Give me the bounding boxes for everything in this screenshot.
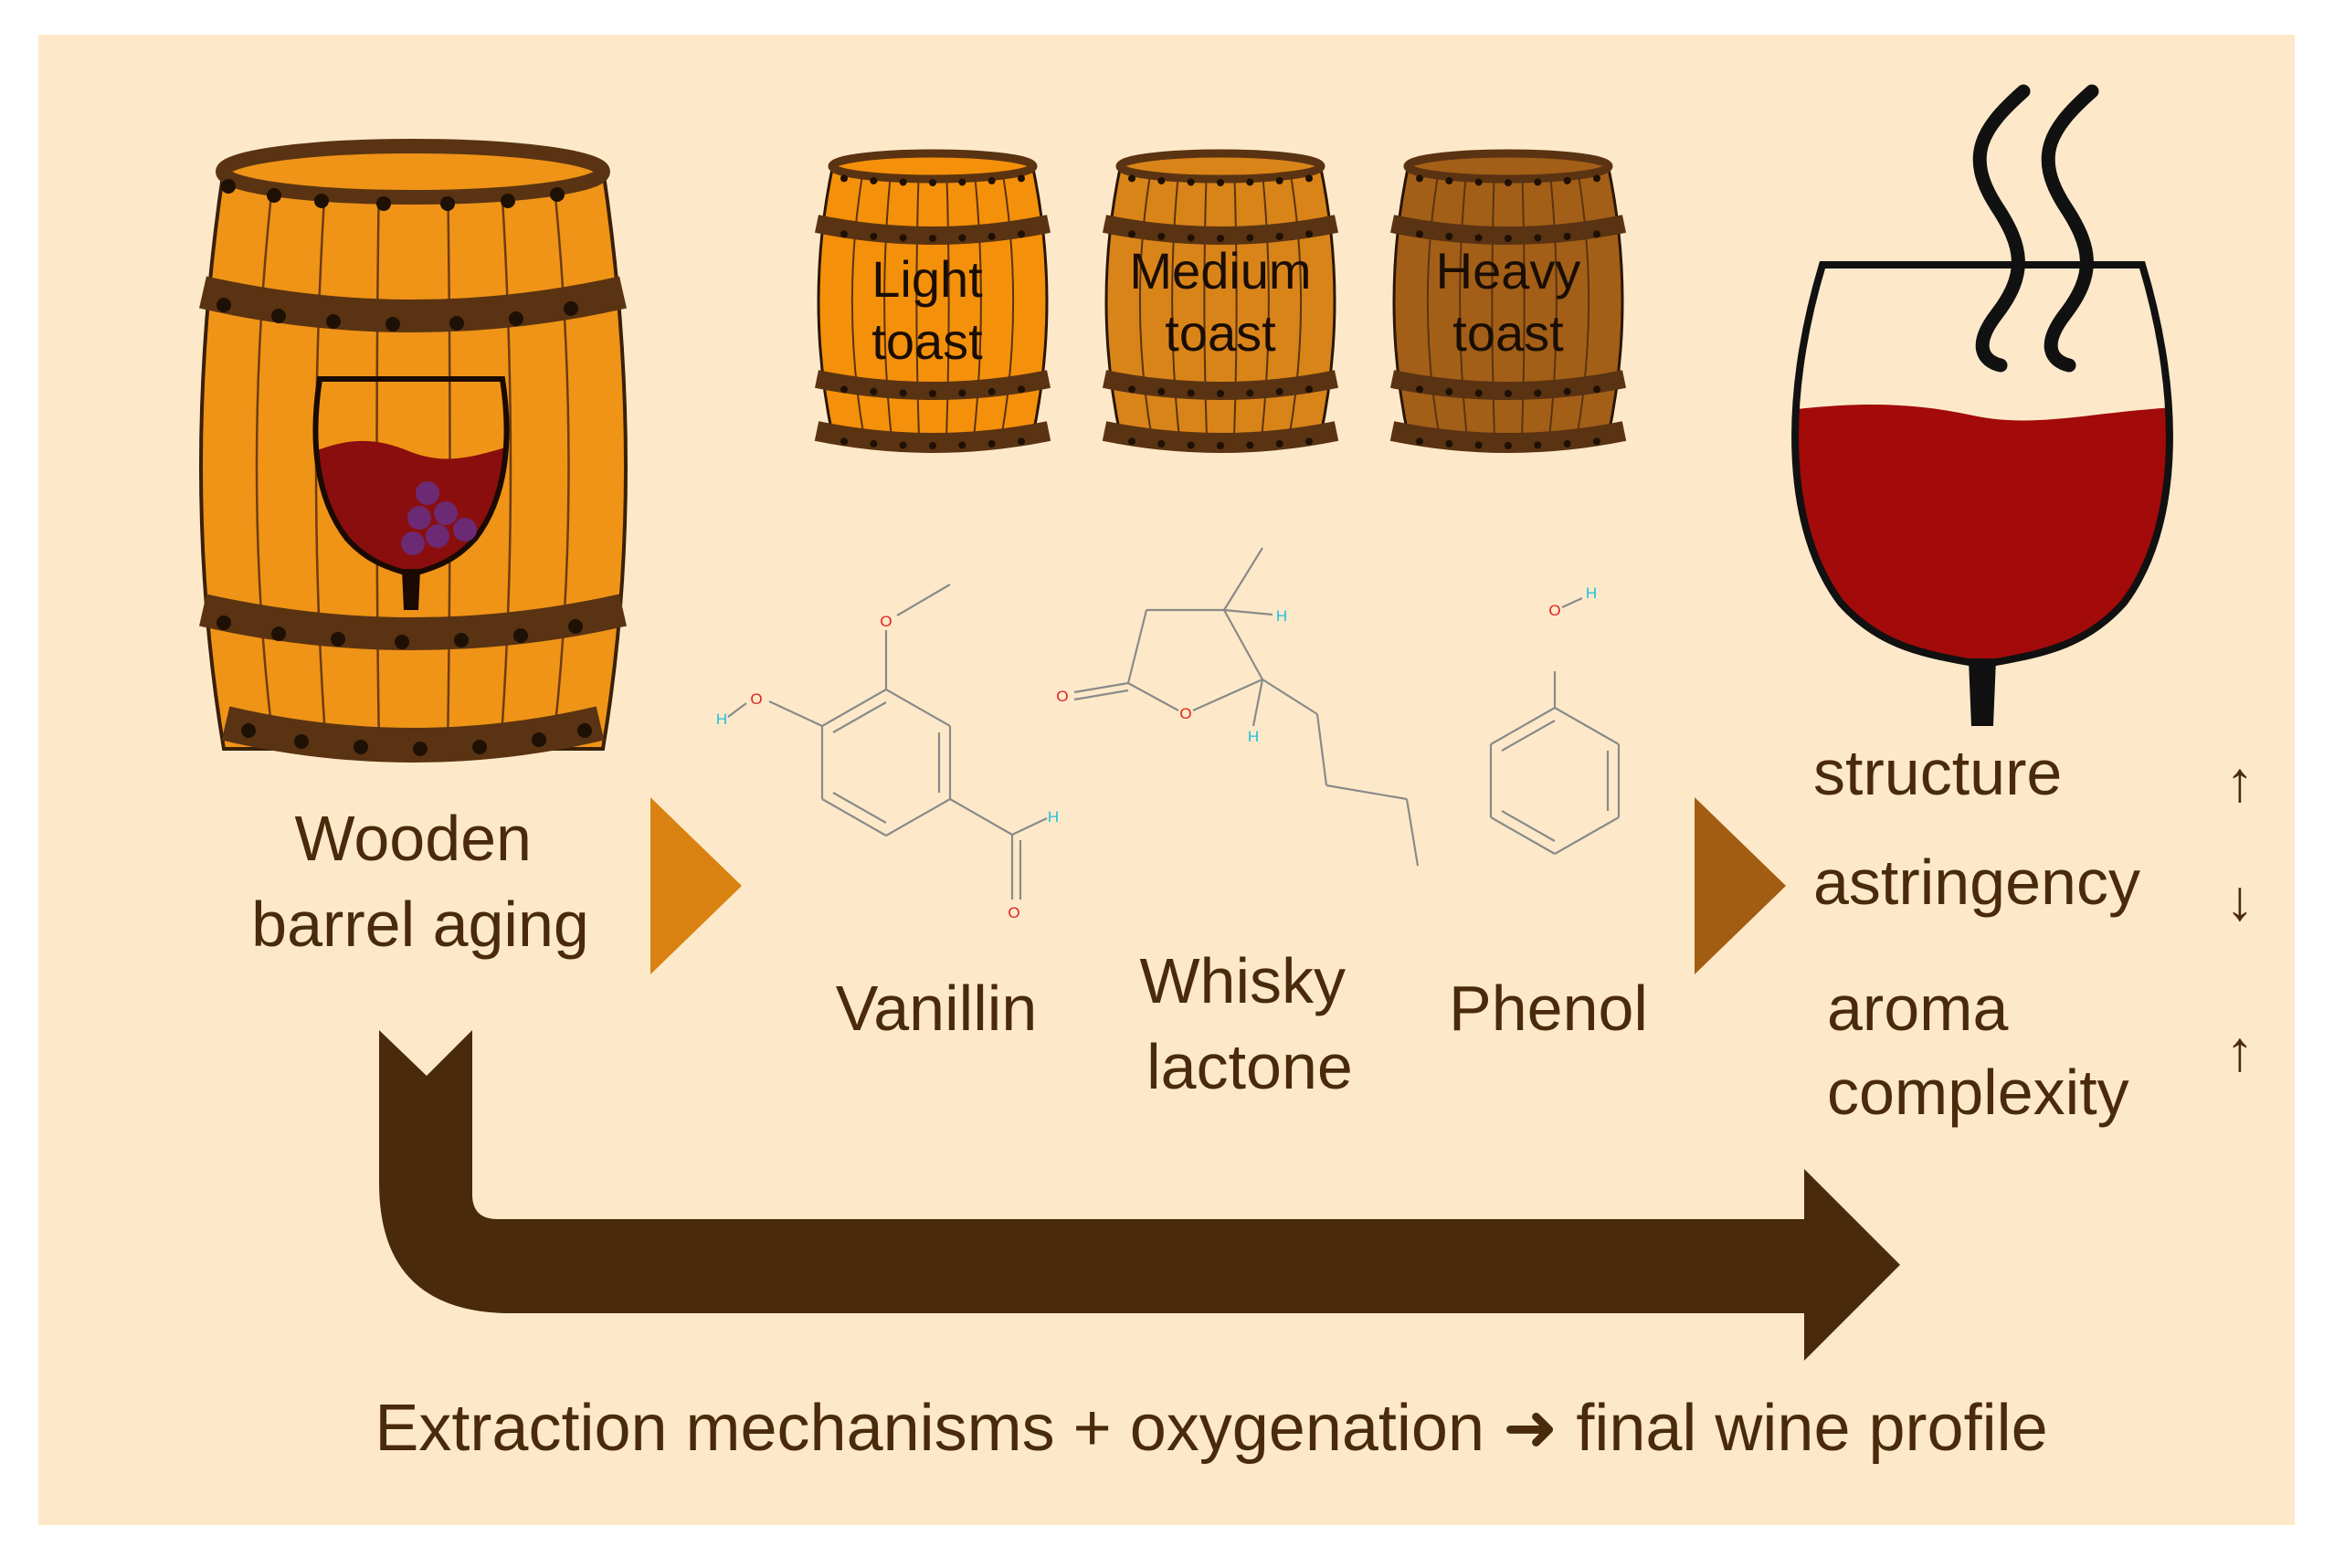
phenol-atoms: O H <box>1548 584 1597 619</box>
svg-text:H: H <box>716 710 727 728</box>
compound-label-phenol: Phenol <box>1449 973 1648 1044</box>
svg-text:H: H <box>1248 728 1259 745</box>
svg-text:O: O <box>880 613 892 630</box>
effect-arrow-structure: ↑ <box>2226 751 2255 814</box>
aroma-swirl-icon <box>1972 84 2099 373</box>
effect-label-astringency: astringency <box>1813 847 2140 918</box>
svg-text:O: O <box>1179 705 1191 722</box>
svg-text:O: O <box>750 690 762 708</box>
barrel-wine-glass-icon <box>312 376 510 610</box>
svg-text:O: O <box>1056 688 1068 705</box>
effect-label-aroma-complexity: aroma complexity <box>1827 973 2129 1128</box>
barrel-aging-label: Wooden barrel aging <box>251 803 589 960</box>
svg-text:H: H <box>1048 808 1059 826</box>
effect-arrow-aroma-complexity: ↑ <box>2226 1020 2255 1083</box>
process-flow-arrow <box>379 1030 1900 1361</box>
vanillin-structure <box>768 584 1048 900</box>
svg-text:H: H <box>1276 607 1287 625</box>
grapes-icon <box>401 481 477 555</box>
arrow-to-effects <box>1695 797 1786 974</box>
svg-text:H: H <box>1586 584 1597 602</box>
phenol-structure <box>1489 596 1621 855</box>
arrow-to-compounds <box>650 797 742 974</box>
svg-text:O: O <box>1548 602 1560 619</box>
whisky-lactone-atoms: O O H H <box>1056 607 1287 745</box>
compound-label-whisky-lactone: Whisky lactone <box>1139 945 1363 1102</box>
svg-text:O: O <box>1008 904 1019 921</box>
footer-caption: Extraction mechanisms + oxygenation ➜ fi… <box>375 1392 2047 1465</box>
whisky-lactone-structure <box>1073 547 1420 867</box>
wine-glass-icon <box>1791 261 2173 726</box>
compound-label-vanillin: Vanillin <box>836 973 1038 1044</box>
large-barrel-icon <box>199 139 628 763</box>
vanillin-atoms: O O H O H <box>716 613 1059 921</box>
effect-label-structure: structure <box>1813 737 2062 808</box>
effect-arrow-astringency: ↓ <box>2226 869 2255 932</box>
